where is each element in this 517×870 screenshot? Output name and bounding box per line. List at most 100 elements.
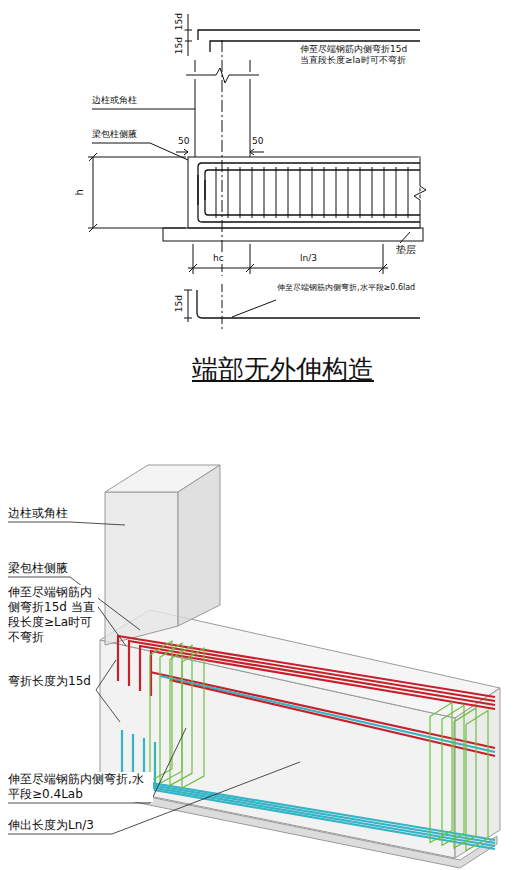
rebar-3d-stroke [160,643,182,783]
section-drawing-stroke [92,109,195,110]
section-drawing [88,14,426,330]
annotation-label: ln/3 [300,253,317,264]
rebar-3d-stroke [454,708,476,848]
rebar-3d-stroke [122,730,495,840]
section-drawing-stroke [184,149,188,155]
section-drawing-stroke [188,14,189,56]
annotation-label: 50 [178,136,189,147]
annotation-label: 伸至尽端钢筋内侧弯折,水平段≥0.4Lab [8,772,153,802]
section-drawing-stroke-stroke [240,167,241,218]
rebar-3d [118,636,495,851]
rebar-3d-stroke [182,648,204,788]
section-drawing-stroke [197,290,420,318]
section-drawing-stroke-stroke [264,167,265,218]
annotation-label: 梁包柱侧腋 [92,129,137,140]
rebar-3d-stroke [170,645,192,785]
annotation-label: 50 [252,136,263,147]
section-drawing-stroke-stroke [348,167,349,218]
section-drawing-stroke-stroke [288,167,289,218]
section-drawing-stroke [216,167,408,218]
section-drawing-stroke [222,40,223,276]
section-drawing-stroke [89,153,97,161]
beam-3d-stroke [178,465,220,626]
section-drawing-stroke [250,149,254,155]
section-drawing-stroke [88,157,186,158]
dimension-label: 15d [174,37,185,54]
section-drawing-stroke [198,30,420,40]
annotation-label: 伸至尽端钢筋内侧弯折15d 当直段长度≥La时可不弯折 [8,585,98,645]
annotation-label: 伸至尽端钢筋内侧弯折,水平段≥0.6lad [277,283,415,293]
section-drawing-stroke [222,284,223,330]
section-drawing-stroke [93,157,94,228]
section-drawing-stroke [379,264,387,272]
section-drawing-stroke [250,152,264,153]
rebar-3d-stroke [118,636,495,697]
dimension-label: 15d [174,13,185,30]
leader-lines-stroke [8,522,125,525]
leader-lines-stroke [8,728,186,803]
rebar-3d-stroke [442,705,464,845]
section-drawing-stroke [176,152,188,153]
section-drawing-stroke [232,300,276,317]
section-drawing-stroke [88,228,186,229]
section-drawing-stroke-stroke [360,167,361,218]
section-drawing-stroke [414,157,426,228]
section-drawing-stroke-stroke [216,167,217,218]
rebar-3d-stroke [151,651,495,709]
section-drawing-stroke-stroke [276,167,277,218]
rebar-3d-stroke [160,676,495,752]
leader-lines [8,522,300,834]
section-drawing-stroke-stroke [300,167,301,218]
section-drawing-stroke [188,157,420,228]
leader-lines-stroke [96,660,116,690]
beam-3d-stroke [455,688,500,858]
beam-3d [95,465,500,868]
section-drawing-stroke [414,157,426,228]
leader-lines-stroke [96,604,126,646]
section-drawing-stroke [193,244,194,274]
section-drawing-stroke-stroke [408,167,409,218]
section-drawing-stroke [198,163,420,205]
rebar-3d-stroke [150,641,172,781]
beam-3d-stroke [105,492,178,645]
section-drawing-stroke-stroke [228,167,229,218]
section-drawing-stroke-stroke [336,167,337,218]
section-drawing-stroke [198,175,420,222]
leader-lines-stroke [96,690,120,722]
rebar-3d-stroke [430,703,452,843]
section-drawing-stroke [250,79,251,157]
section-drawing-stroke [188,268,388,269]
section-drawing-stroke-stroke [384,167,385,218]
section-drawing-stroke [163,228,423,241]
rebar-3d-stroke [170,680,495,756]
rebar-3d-stroke [466,711,488,851]
rebar-3d-stroke [133,734,495,843]
section-drawing-stroke [246,264,254,272]
dimension-label: 15d [174,295,185,312]
annotation-label: 垫层 [396,244,416,257]
section-drawing-stroke [92,143,188,160]
section-drawing-stroke [89,224,97,232]
section-drawing-stroke-stroke [324,167,325,218]
section-drawing-stroke [189,264,197,272]
section-drawing-stroke [250,244,251,274]
section-drawing-stroke [195,79,196,157]
section-drawing-stroke-stroke [312,167,313,218]
annotation-label: 伸出长度为Ln/3 [8,818,94,833]
section-drawing-stroke-stroke [372,167,373,218]
section-drawing-stroke-stroke [396,167,397,218]
annotation-label: hc [213,253,224,264]
annotation-label: 梁包柱侧腋 [8,561,68,576]
section-drawing-stroke [184,290,192,291]
rebar-3d-stroke [150,672,495,748]
annotation-label: 弯折长度为15d [8,674,91,689]
title: 端部无外伸构造 [192,352,374,387]
section-drawing-stroke [184,318,192,319]
section-drawing-stroke [250,60,251,72]
annotation-label: 伸至尽端钢筋内侧弯折15d 当直段长度≥la时可不弯折 [300,44,416,67]
section-drawing-stroke [383,244,384,274]
section-drawing-stroke [188,290,189,322]
dimension-label: h [74,189,87,195]
section-drawing-stroke-stroke [252,167,253,218]
